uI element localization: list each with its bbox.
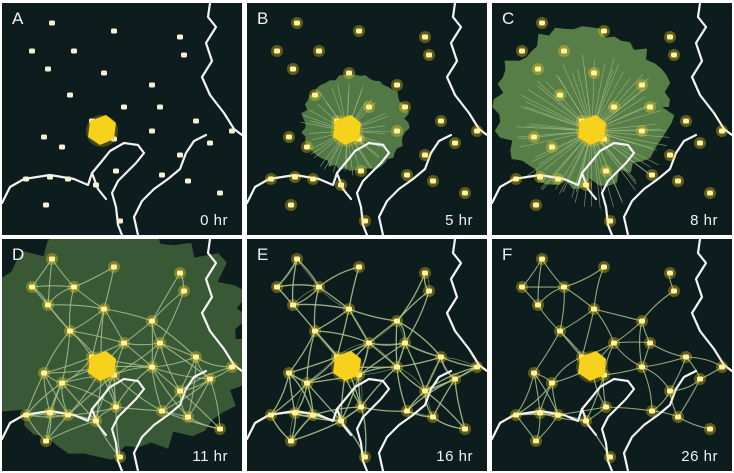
panel-b-image — [247, 3, 487, 235]
panel-a: A 0 hr — [2, 3, 242, 235]
panel-d-time: 11 hr — [192, 448, 228, 465]
panel-f-time: 26 hr — [681, 448, 718, 465]
panel-e-time: 16 hr — [436, 448, 473, 465]
panel-a-image — [2, 3, 242, 235]
panel-e-letter: E — [257, 245, 269, 264]
panel-e-image — [247, 239, 487, 471]
panel-d: D 11 hr — [2, 239, 242, 471]
panel-f-image — [492, 239, 732, 471]
panel-f-letter: F — [502, 245, 513, 264]
panel-a-letter: A — [12, 9, 24, 28]
panel-b: B 5 hr — [247, 3, 487, 235]
panel-b-letter: B — [257, 9, 269, 28]
panel-b-time: 5 hr — [445, 212, 473, 229]
panel-c-image — [492, 3, 732, 235]
panel-c-time: 8 hr — [690, 212, 718, 229]
panel-f: F 26 hr — [492, 239, 732, 471]
panel-e: E 16 hr — [247, 239, 487, 471]
panel-a-time: 0 hr — [200, 212, 228, 229]
panel-d-image — [2, 239, 242, 471]
panel-c: C 8 hr — [492, 3, 732, 235]
panel-d-letter: D — [12, 245, 25, 264]
panel-c-letter: C — [502, 9, 515, 28]
